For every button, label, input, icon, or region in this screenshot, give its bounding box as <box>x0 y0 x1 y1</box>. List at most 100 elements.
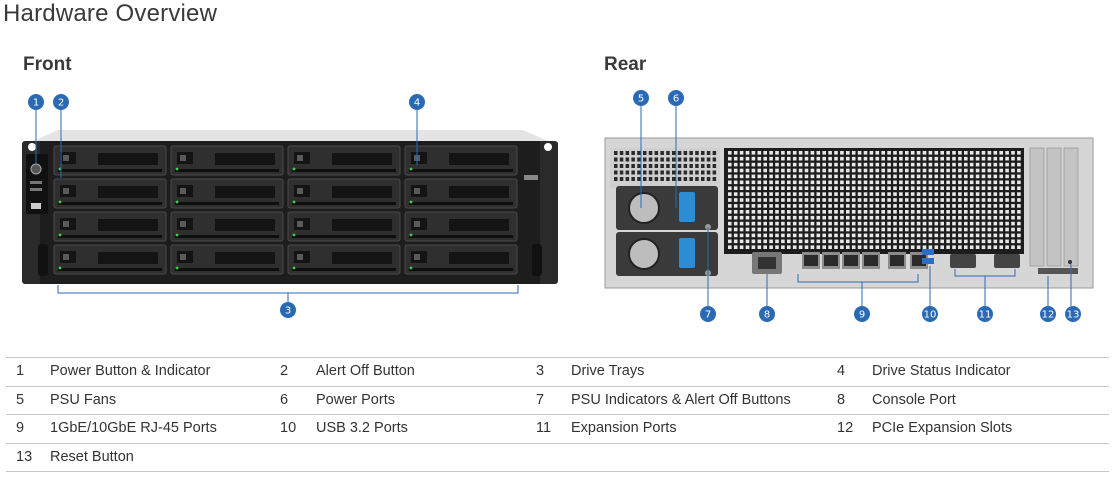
legend-label: PSU Indicators & Alert Off Buttons <box>571 391 791 408</box>
drive-status-led <box>409 233 413 237</box>
model-label <box>524 175 538 180</box>
callout-8: 8 <box>759 306 775 322</box>
callout-5: 5 <box>633 90 649 106</box>
legend-label: Expansion Ports <box>571 420 677 436</box>
drive-tray[interactable] <box>287 178 401 209</box>
svg-text:8: 8 <box>764 310 770 321</box>
psu-vent-grille <box>614 151 717 181</box>
callout-7: 7 <box>700 306 716 322</box>
legend-label: PCIe Expansion Slots <box>872 420 1013 436</box>
legend-number: 11 <box>536 420 552 436</box>
drive-tray[interactable] <box>53 244 167 275</box>
drive-status-led <box>58 266 62 270</box>
svg-text:11: 11 <box>979 310 992 321</box>
drive-status-led <box>58 200 62 204</box>
svg-text:9: 9 <box>859 310 865 321</box>
usb-port-2[interactable] <box>922 258 934 264</box>
rj45-port[interactable] <box>822 252 840 269</box>
rear-panel-illustration: 5 6 7 8 9 10 11 12 13 <box>604 90 1094 322</box>
rj45-port[interactable] <box>888 252 906 269</box>
legend-number: 8 <box>837 391 846 408</box>
drive-tray[interactable] <box>287 244 401 275</box>
legend-number: 9 <box>16 420 25 436</box>
drive-status-led <box>175 167 179 171</box>
svg-text:2: 2 <box>58 98 64 109</box>
pcie-slot <box>1046 147 1062 267</box>
legend-number: 3 <box>536 363 545 379</box>
drive-tray[interactable] <box>404 145 518 176</box>
expansion-port-1[interactable] <box>950 254 976 268</box>
legend-label: USB 3.2 Ports <box>316 420 408 436</box>
expansion-port-2[interactable] <box>994 254 1020 268</box>
legend-label: Reset Button <box>50 448 134 465</box>
drive-tray[interactable] <box>170 244 284 275</box>
legend-row: 5 PSU Fans 6 Power Ports 7 PSU Indicator… <box>6 387 1109 415</box>
pcie-slot <box>1063 147 1079 267</box>
power-port-1 <box>679 192 695 222</box>
power-port-2 <box>679 238 695 268</box>
callout-11: 11 <box>977 306 993 322</box>
pcie-slot-bracket <box>1038 268 1078 274</box>
legend-label: Power Ports <box>316 391 395 408</box>
callout-3: 3 <box>280 302 296 318</box>
drive-status-led <box>292 266 296 270</box>
drive-status-led <box>175 200 179 204</box>
drive-tray[interactable] <box>287 145 401 176</box>
drive-tray[interactable] <box>53 211 167 242</box>
legend-row: 1 Power Button & Indicator 2 Alert Off B… <box>6 357 1109 387</box>
drive-status-led <box>58 233 62 237</box>
legend-label: Console Port <box>872 391 956 408</box>
drive-tray[interactable] <box>53 178 167 209</box>
drive-tray[interactable] <box>170 178 284 209</box>
left-ear-hole <box>28 143 36 151</box>
drive-tray-grid <box>53 145 518 275</box>
drive-status-led <box>409 266 413 270</box>
drive-status-led <box>409 200 413 204</box>
drive-tray[interactable] <box>404 178 518 209</box>
svg-text:7: 7 <box>705 310 711 321</box>
svg-text:4: 4 <box>414 98 420 109</box>
callout-6: 6 <box>668 90 684 106</box>
svg-text:12: 12 <box>1042 310 1055 321</box>
psu-fan-2 <box>628 238 660 270</box>
drive-status-led <box>175 266 179 270</box>
rj45-port-group <box>802 252 928 269</box>
callout-13: 13 <box>1065 306 1081 322</box>
status-led-bar <box>30 188 42 191</box>
drive-status-led <box>292 233 296 237</box>
callout-9: 9 <box>854 306 870 322</box>
legend-number: 6 <box>280 391 289 408</box>
legend-number: 10 <box>280 420 297 436</box>
legend-number: 5 <box>16 391 25 408</box>
rj45-port[interactable] <box>910 252 928 269</box>
main-vent-grille <box>728 151 1021 249</box>
psu-fan-1 <box>628 192 660 224</box>
svg-text:13: 13 <box>1067 310 1080 321</box>
rj45-port[interactable] <box>862 252 880 269</box>
drive-tray[interactable] <box>170 145 284 176</box>
callout-10: 10 <box>922 306 938 322</box>
left-handle <box>38 244 48 276</box>
drive-tray[interactable] <box>287 211 401 242</box>
reset-button[interactable] <box>1068 260 1072 264</box>
rj45-port[interactable] <box>842 252 860 269</box>
right-handle <box>532 244 542 276</box>
drive-tray[interactable] <box>53 145 167 176</box>
drive-tray[interactable] <box>404 244 518 275</box>
front-section-title: Front <box>23 54 72 75</box>
callout-2: 2 <box>53 94 69 110</box>
legend-row: 9 1GbE/10GbE RJ-45 Ports 10 USB 3.2 Port… <box>6 415 1109 444</box>
drive-tray[interactable] <box>170 211 284 242</box>
legend-number: 12 <box>837 420 854 436</box>
usb-port-1[interactable] <box>922 249 934 255</box>
legend-number: 1 <box>16 363 25 379</box>
legend-number: 4 <box>837 363 846 379</box>
drive-status-led <box>292 167 296 171</box>
rj45-port[interactable] <box>802 252 820 269</box>
pcie-slot <box>1029 147 1045 267</box>
drive-tray[interactable] <box>404 211 518 242</box>
power-button[interactable] <box>30 163 42 175</box>
svg-text:6: 6 <box>673 94 679 105</box>
legend-label: PSU Fans <box>50 391 117 408</box>
legend-label: Power Button & Indicator <box>50 363 211 379</box>
